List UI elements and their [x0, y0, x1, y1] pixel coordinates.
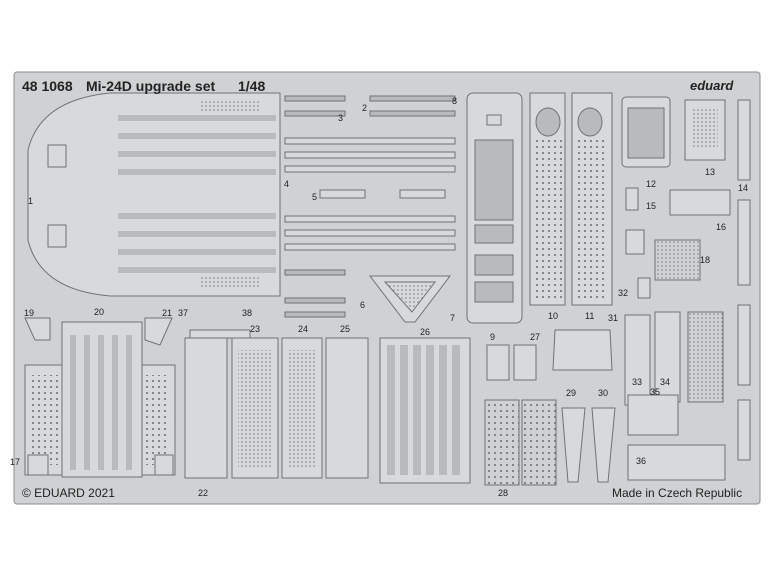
part-number-35: 35 [650, 387, 661, 397]
part-number-33: 33 [632, 377, 643, 387]
part-number-26: 26 [420, 327, 431, 337]
parts-2-8-strips [284, 95, 456, 323]
part-number-38: 38 [242, 308, 253, 318]
part-number-16: 16 [716, 222, 727, 232]
part-number-15: 15 [646, 201, 657, 211]
part-number-25: 25 [340, 324, 351, 334]
part-number-5: 5 [312, 192, 318, 202]
part-number-28: 28 [498, 488, 509, 498]
part-number-2: 2 [362, 103, 368, 113]
part-26-strips [379, 337, 471, 484]
brand-logo: eduard [690, 78, 734, 93]
part-number-9: 9 [490, 332, 496, 342]
parts-19-21-bottom-left [24, 317, 176, 478]
set-number: 48 1068 [22, 78, 73, 94]
set-scale: 1/48 [238, 78, 266, 94]
part-9-panel [466, 92, 523, 324]
part-number-34: 34 [660, 377, 671, 387]
part-number-30: 30 [598, 388, 609, 398]
parts-12-18-right-group [621, 96, 751, 481]
part-number-21: 21 [162, 308, 173, 318]
part-number-3: 3 [338, 113, 344, 123]
part-number-17: 17 [10, 457, 21, 467]
part-number-11: 11 [585, 311, 595, 321]
part-number-10: 10 [548, 311, 559, 321]
part-number-19: 19 [24, 308, 35, 318]
part-number-6: 6 [360, 300, 366, 310]
parts-27-30-bottom-middle [484, 329, 616, 486]
part-number-8: 8 [452, 96, 458, 106]
part-number-4: 4 [284, 179, 290, 189]
part-number-27: 27 [530, 332, 541, 342]
part-number-31: 31 [608, 313, 619, 323]
part-1-canopy-plate [27, 92, 281, 297]
set-name: Mi-24D upgrade set [86, 78, 216, 94]
part-number-20: 20 [94, 307, 105, 317]
part-number-32: 32 [618, 288, 629, 298]
part-number-14: 14 [738, 183, 749, 193]
part-number-12: 12 [646, 179, 657, 189]
part-number-24: 24 [298, 324, 309, 334]
part-number-18: 18 [700, 255, 711, 265]
part-number-1: 1 [28, 196, 34, 206]
parts-22-25-panels [184, 329, 369, 479]
part-number-22: 22 [198, 488, 209, 498]
origin: Made in Czech Republic [612, 486, 743, 500]
copyright: © EDUARD 2021 [22, 486, 115, 500]
part-number-36: 36 [636, 456, 647, 466]
part-number-29: 29 [566, 388, 577, 398]
parts-10-11-panels [529, 92, 613, 306]
part-number-37: 37 [178, 308, 189, 318]
part-number-23: 23 [250, 324, 261, 334]
part-number-7: 7 [450, 313, 456, 323]
part-number-13: 13 [705, 167, 716, 177]
